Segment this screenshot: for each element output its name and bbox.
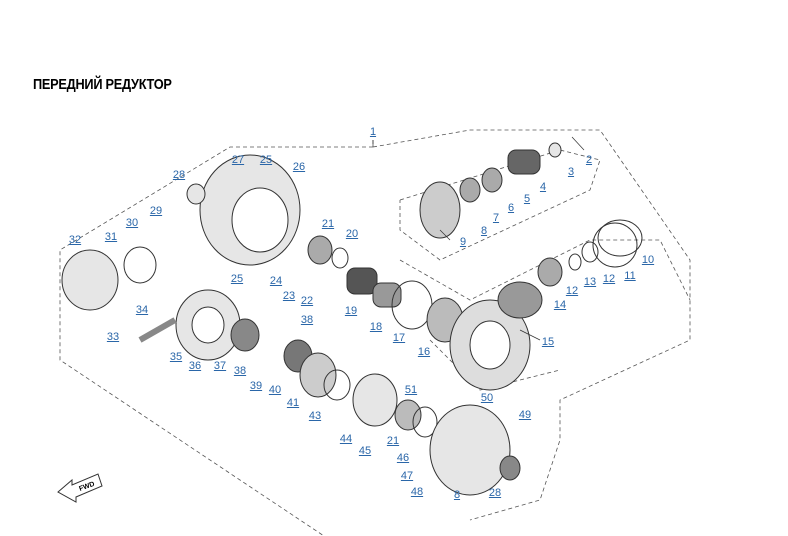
assembly-outline [59,129,691,536]
callout-22: 22 [300,295,314,307]
callout-35: 35 [169,351,183,363]
callout-15: 15 [541,336,555,348]
callout-33: 33 [106,331,120,343]
callout-47: 47 [400,470,414,482]
callout-21: 21 [321,218,335,230]
callout-28: 28 [488,487,502,499]
callout-7: 7 [492,212,500,224]
pinion-housing [419,181,461,239]
callout-32: 32 [68,234,82,246]
callout-18: 18 [369,321,383,333]
page-title: ПЕРЕДНИЙ РЕДУКТОР [33,76,172,93]
callout-14: 14 [553,299,567,311]
fwd-arrow-icon: FWD [57,473,103,503]
callout-30: 30 [125,217,139,229]
callout-50: 50 [480,392,494,404]
callout-46: 46 [396,452,410,464]
callout-12: 12 [565,285,579,297]
callout-20: 20 [345,228,359,240]
callout-36: 36 [188,360,202,372]
callout-1: 1 [369,126,377,138]
callout-51: 51 [404,384,418,396]
callout-8: 8 [480,225,488,237]
callout-3: 3 [567,166,575,178]
cover-part [61,249,119,311]
callout-37: 37 [213,360,227,372]
callout-11: 11 [624,270,636,282]
output-housing [429,404,511,496]
callout-23: 23 [282,290,296,302]
callout-39: 39 [249,380,263,392]
callout-38: 38 [300,314,314,326]
callout-45: 45 [358,445,372,457]
callout-13: 13 [583,276,597,288]
callout-10: 10 [641,254,655,266]
callout-19: 19 [344,305,358,317]
callout-27: 27 [231,154,245,166]
callout-6: 6 [507,202,515,214]
callout-12: 12 [602,273,616,285]
callout-31: 31 [104,231,118,243]
callout-4: 4 [539,181,547,193]
callout-16: 16 [417,346,431,358]
callout-44: 44 [339,433,353,445]
callout-41: 41 [286,397,300,409]
callout-24: 24 [269,275,283,287]
callout-25: 25 [259,154,273,166]
callout-34: 34 [135,304,149,316]
callout-28: 28 [172,169,186,181]
callout-5: 5 [523,193,531,205]
callout-43: 43 [308,410,322,422]
callout-9: 9 [459,236,467,248]
callout-40: 40 [268,384,282,396]
callout-2: 2 [585,154,593,166]
leader-lines [372,136,585,341]
callout-49: 49 [518,409,532,421]
callout-48: 48 [410,486,424,498]
parts [61,142,643,496]
callout-17: 17 [392,332,406,344]
callout-38: 38 [233,365,247,377]
callout-21: 21 [386,435,400,447]
callout-29: 29 [149,205,163,217]
callout-8: 8 [453,489,461,501]
callout-26: 26 [292,161,306,173]
callout-25: 25 [230,273,244,285]
